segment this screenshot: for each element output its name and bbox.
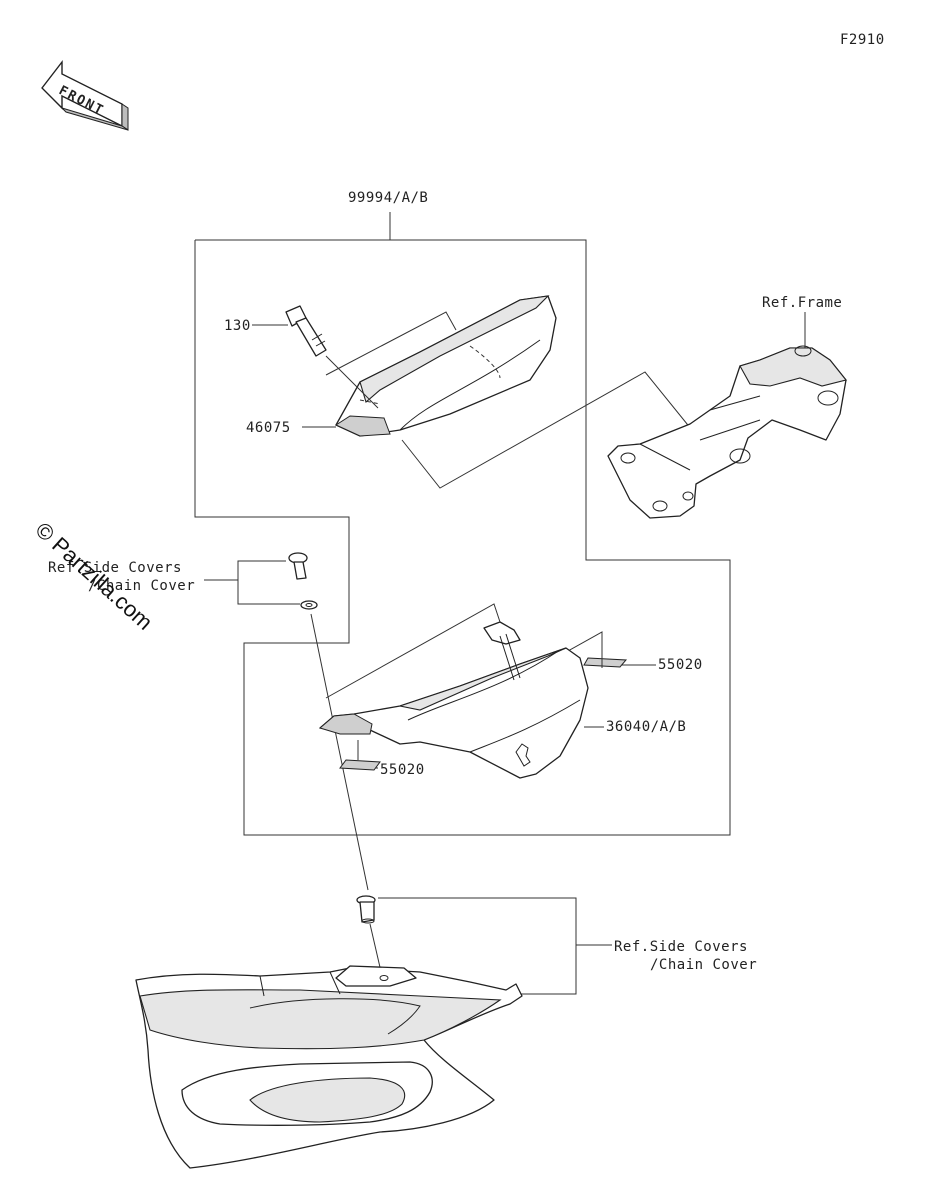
callout-pad-lower: 55020 (380, 762, 425, 778)
front-arrow-icon: FRONT (41, 59, 129, 131)
pad-lower (339, 759, 381, 771)
bolt-130 (285, 305, 327, 357)
callout-frame-ref: Ref.Frame (762, 295, 842, 311)
well-nut (356, 895, 376, 924)
callout-side-cover-ref-top-1: Ref.Side Covers (48, 560, 182, 576)
callout-side-cover-ref-bottom-1: Ref.Side Covers (614, 939, 748, 955)
cover-36040 (318, 621, 589, 779)
callout-bolt: 130 (224, 318, 251, 334)
diagram-code: F2910 (840, 32, 885, 48)
watermark: © Partzilla.com (31, 517, 158, 635)
callout-pad-upper: 55020 (658, 657, 703, 673)
grip-46075 (334, 295, 557, 437)
pad-upper (583, 657, 628, 668)
callout-kit: 99994/A/B (348, 190, 428, 206)
callout-cover: 36040/A/B (606, 719, 686, 735)
grip-mount-leaders (325, 355, 379, 409)
callout-grip: 46075 (246, 420, 291, 436)
washer-top (300, 600, 318, 610)
screw-top (288, 552, 308, 580)
frame-bracket (607, 345, 847, 519)
side-chain-cover (135, 965, 523, 1169)
callout-side-cover-ref-top-2: /Chain Cover (88, 578, 195, 594)
kit-outline (194, 212, 731, 836)
callout-side-cover-ref-bottom-2: /Chain Cover (650, 957, 757, 973)
